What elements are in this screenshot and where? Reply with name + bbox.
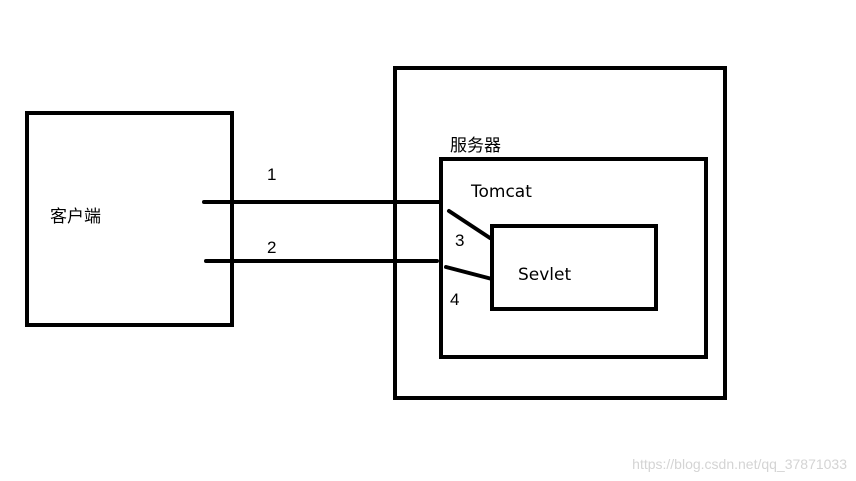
edge-3-line bbox=[447, 209, 492, 240]
edge-1: 1 bbox=[202, 165, 443, 204]
edge-4-label: 4 bbox=[450, 290, 459, 309]
client-box bbox=[25, 111, 234, 327]
tomcat-node: Tomcat bbox=[439, 157, 708, 359]
edge-1-label: 1 bbox=[267, 165, 276, 184]
watermark-text: https://blog.csdn.net/qq_37871033 bbox=[632, 456, 847, 472]
edge-3: 3 bbox=[447, 209, 492, 250]
servlet-label: Sevlet bbox=[518, 265, 571, 285]
client-label: 客户端 bbox=[50, 207, 101, 227]
servlet-node: Sevlet bbox=[490, 224, 658, 311]
server-box bbox=[393, 66, 727, 400]
edge-4: 4 bbox=[444, 265, 494, 309]
tomcat-label: Tomcat bbox=[470, 182, 532, 202]
edge-4-line bbox=[444, 265, 494, 281]
client-node: 客户端 bbox=[25, 111, 234, 327]
tomcat-box bbox=[439, 157, 708, 359]
edge-2: 2 bbox=[204, 238, 439, 263]
edge-2-label: 2 bbox=[267, 238, 276, 257]
edge-3-label: 3 bbox=[455, 231, 464, 250]
server-label: 服务器 bbox=[450, 136, 501, 156]
server-node: 服务器 bbox=[393, 66, 727, 400]
servlet-box bbox=[490, 224, 658, 311]
